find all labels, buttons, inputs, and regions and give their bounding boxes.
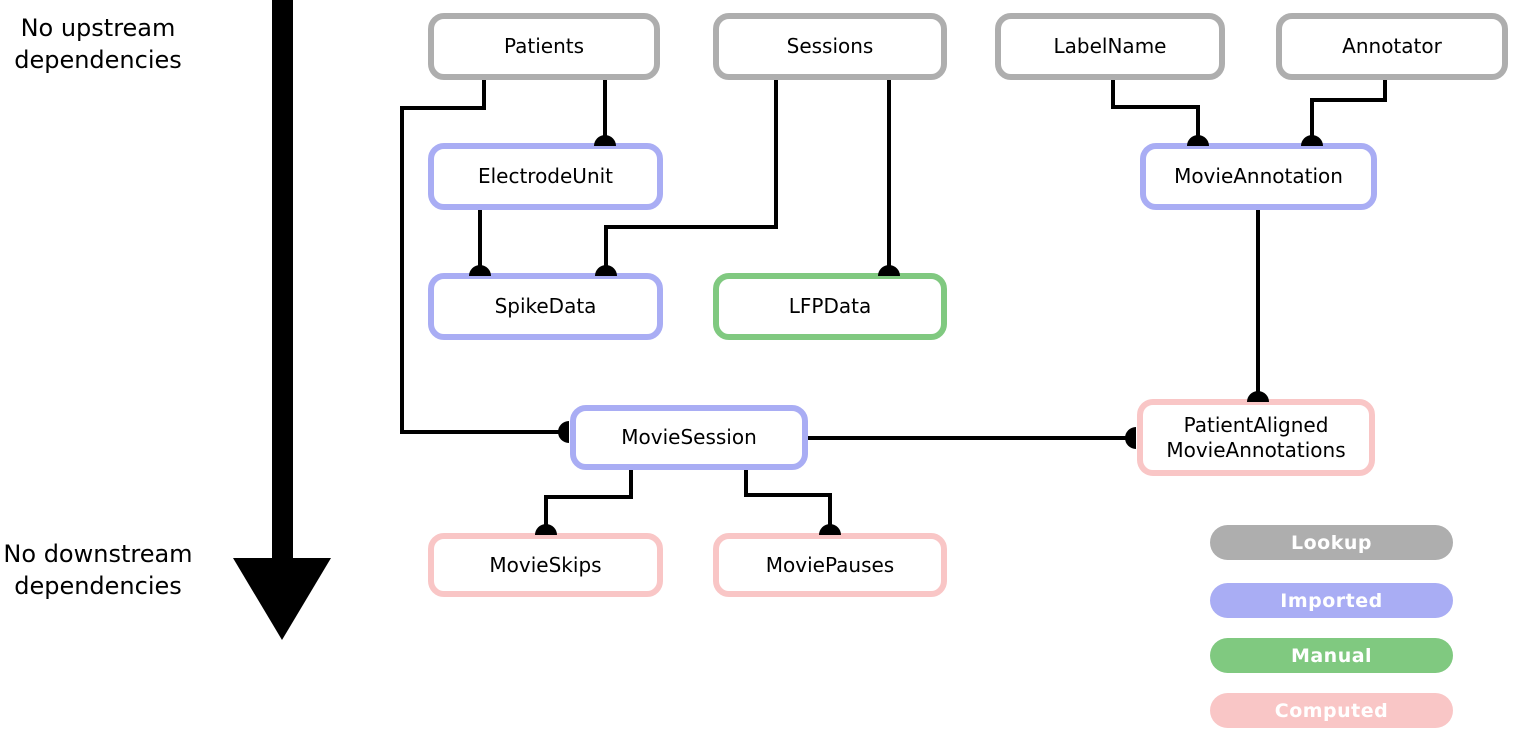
- edge-moviesession-patientaligned-dot: [1125, 427, 1136, 449]
- node-lfpdata: LFPData: [713, 273, 947, 340]
- node-movieannotation: MovieAnnotation: [1140, 143, 1377, 210]
- annotation-no-downstream-line1: No downstream: [3, 540, 193, 568]
- node-annotator: Annotator: [1276, 13, 1508, 80]
- edge-moviesession-moviepauses: [744, 470, 832, 534]
- node-moviesession: MovieSession: [570, 405, 808, 470]
- node-patients: Patients: [428, 13, 660, 80]
- edge-patients-moviesession-dot: [558, 421, 569, 443]
- edge-labelname-movieannotation: [1111, 80, 1200, 144]
- edge-annotator-movieannotation: [1310, 80, 1387, 144]
- annotation-no-upstream-line1: No upstream: [20, 14, 176, 42]
- node-movieskips: MovieSkips: [428, 533, 663, 597]
- legend-pill-imported: Imported: [1210, 583, 1453, 618]
- flow-arrow-head: [233, 558, 331, 640]
- annotation-no-downstream: No downstream dependencies: [0, 538, 204, 602]
- node-labelname: LabelName: [995, 13, 1225, 80]
- node-electrodeunit: ElectrodeUnit: [428, 143, 663, 210]
- edge-patients-moviesession: [400, 80, 562, 434]
- node-spikedata: SpikeData: [428, 273, 663, 340]
- node-sessions: Sessions: [713, 13, 947, 80]
- node-moviepauses: MoviePauses: [713, 533, 947, 597]
- annotation-no-downstream-line2: dependencies: [14, 572, 182, 600]
- annotation-no-upstream: No upstream dependencies: [0, 12, 196, 76]
- legend-pill-manual: Manual: [1210, 638, 1453, 673]
- legend-pill-computed: Computed: [1210, 693, 1453, 728]
- annotation-no-upstream-line2: dependencies: [14, 46, 182, 74]
- edge-moviesession-movieskips: [544, 470, 633, 534]
- flow-arrow-shaft: [272, 0, 293, 558]
- node-patientaligned-movieannotations: PatientAligned MovieAnnotations: [1137, 399, 1375, 476]
- legend-pill-lookup: Lookup: [1210, 525, 1453, 560]
